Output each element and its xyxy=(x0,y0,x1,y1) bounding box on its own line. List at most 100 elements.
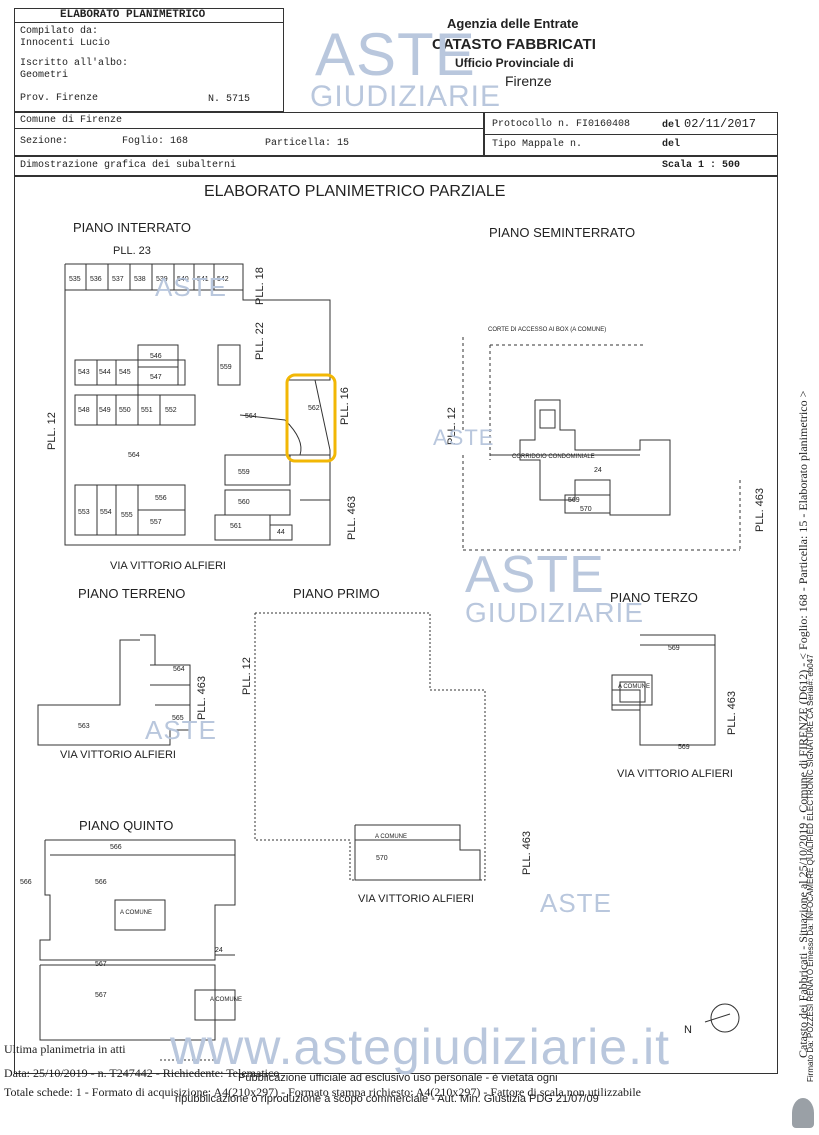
unit-551: 551 xyxy=(141,407,153,414)
unit-546: 546 xyxy=(150,353,162,360)
totale-line: Totale schede: 1 - Formato di acquisizio… xyxy=(4,1085,642,1099)
watermark-aste-small1: ASTE xyxy=(155,272,227,302)
data-line: Data: 25/10/2019 - n. T247442 - Richiede… xyxy=(4,1066,280,1080)
unit-554: 554 xyxy=(100,509,112,516)
side-firmato: Firmato Da: POZZESI RENATO Emesso Da: IN… xyxy=(806,654,815,1082)
unit-535: 535 xyxy=(69,276,81,283)
unit-561: 561 xyxy=(230,523,242,530)
header-divider xyxy=(14,22,284,23)
via-terreno: VIA VITTORIO ALFIERI xyxy=(60,749,176,761)
corridoio-label: CORRIDOIO CONDOMINIALE xyxy=(512,454,595,460)
watermark-giudiziarie-mid: GIUDIZIARIE xyxy=(465,597,645,628)
pll22-label: PLL. 22 xyxy=(254,322,266,360)
unit-547: 547 xyxy=(150,374,162,381)
disclaimer1: Pubblicazione ufficiale ad esclusivo uso… xyxy=(238,1072,558,1084)
unit-567b: 567 xyxy=(95,992,107,999)
pll12-label: PLL. 12 xyxy=(46,412,58,450)
foglio: Foglio: 168 xyxy=(122,136,189,147)
header-title: ELABORATO PLANIMETRICO xyxy=(60,9,206,21)
pll12-primo-label: PLL. 12 xyxy=(241,657,253,695)
unit-560: 560 xyxy=(238,499,250,506)
unit-569: 569 xyxy=(668,645,680,652)
a-comune-quinto: A COMUNE xyxy=(120,910,152,916)
pll463-primo-label: PLL. 463 xyxy=(521,831,533,875)
unit-543: 543 xyxy=(78,369,90,376)
unit-44: 44 xyxy=(277,529,285,536)
unit-553: 553 xyxy=(78,509,90,516)
agency-line3: Ufficio Provinciale di xyxy=(455,56,574,70)
unit-564-terreno: 564 xyxy=(173,666,185,673)
agency-line2: CATASTO FABBRICATI xyxy=(432,36,596,53)
sezione: Sezione: xyxy=(20,136,69,147)
pll18-label: PLL. 18 xyxy=(254,267,266,305)
via-primo: VIA VITTORIO ALFIERI xyxy=(358,893,474,905)
unit-538: 538 xyxy=(134,276,146,283)
unit-563: 563 xyxy=(78,723,90,730)
watermark-aste-small3: ASTE xyxy=(145,715,217,745)
pll12-semi-label: PLL. 12 xyxy=(446,407,458,445)
pll463-semi-label: PLL. 463 xyxy=(754,488,766,532)
unit-566c: 566 xyxy=(95,879,107,886)
unit-570-semi: 570 xyxy=(580,506,592,513)
drawing-frame xyxy=(14,176,778,1074)
pll463-terreno-label: PLL. 463 xyxy=(196,676,208,720)
plan-title-quinto: PIANO QUINTO xyxy=(79,818,174,833)
via-terzo: VIA VITTORIO ALFIERI xyxy=(617,768,733,780)
prov: Prov. Firenze xyxy=(20,93,99,104)
unit-545: 545 xyxy=(119,369,131,376)
unit-556: 556 xyxy=(155,495,167,502)
agency-line4: Firenze xyxy=(505,73,552,89)
watermark-aste-small4: ASTE xyxy=(540,888,612,918)
tipo-mappale: Tipo Mappale n. xyxy=(492,139,583,150)
unit-565: 565 xyxy=(172,715,184,722)
unit-550: 550 xyxy=(119,407,131,414)
unit-564: 564 xyxy=(245,413,257,420)
header-left-box xyxy=(14,8,284,112)
north-label: N xyxy=(684,1024,692,1036)
comune: Comune di Firenze xyxy=(20,115,123,126)
plan-title-terreno: PIANO TERRENO xyxy=(78,586,186,601)
unit-555: 555 xyxy=(121,512,133,519)
unit-539: 539 xyxy=(156,276,168,283)
plan-title-primo: PIANO PRIMO xyxy=(293,586,380,601)
unit-570: 570 xyxy=(376,855,388,862)
main-title: ELABORATO PLANIMETRICO PARZIALE xyxy=(204,183,506,200)
unit-544: 544 xyxy=(99,369,111,376)
unit-540: 540 xyxy=(177,276,189,283)
unit-549: 549 xyxy=(99,407,111,414)
watermark-aste-top: ASTE xyxy=(315,21,476,88)
compilato-name: Innocenti Lucio xyxy=(20,38,111,49)
unit-566: 566 xyxy=(110,844,122,851)
pll463-terzo-label: PLL. 463 xyxy=(726,691,738,735)
unit-557: 557 xyxy=(150,519,162,526)
del2: del xyxy=(662,139,681,150)
unit-564b: 564 xyxy=(128,452,140,459)
a-comune-terzo: A COMUNE xyxy=(618,684,650,690)
ultima-planimetria: Ultima planimetria in atti xyxy=(4,1042,126,1056)
row-divider xyxy=(14,128,484,129)
unit-536: 536 xyxy=(90,276,102,283)
header-row-comune xyxy=(14,112,484,156)
pll16-label: PLL. 16 xyxy=(339,387,351,425)
numero: N. 5715 xyxy=(208,94,251,105)
plan-title-interrato: PIANO INTERRATO xyxy=(73,220,191,235)
dimostrazione: Dimostrazione grafica dei subalterni xyxy=(20,160,237,171)
unit-541: 541 xyxy=(197,276,209,283)
via-interrato: VIA VITTORIO ALFIERI xyxy=(110,560,226,572)
unit-24-semi: 24 xyxy=(594,467,602,474)
del-date: 02/11/2017 xyxy=(684,117,757,131)
unit-562: 562 xyxy=(308,405,320,412)
unit-24: 24 xyxy=(215,947,223,954)
unit-559b: 559 xyxy=(238,469,250,476)
agency-line1: Agenzia delle Entrate xyxy=(447,16,579,31)
plan-title-terzo: PIANO TERZO xyxy=(610,590,698,605)
watermark-aste-small2: ASTE xyxy=(433,425,495,450)
particella: Particella: 15 xyxy=(265,138,350,149)
unit-552: 552 xyxy=(165,407,177,414)
pll463-label: PLL. 463 xyxy=(346,496,358,540)
header-row-dimostrazione xyxy=(14,156,778,176)
iscritto-value: Geometri xyxy=(20,70,69,81)
iscritto-label: Iscritto all'albo: xyxy=(20,58,129,69)
watermark-website: www.astegiudiziarie.it xyxy=(170,1019,670,1075)
scala: Scala 1 : 500 xyxy=(662,160,741,171)
